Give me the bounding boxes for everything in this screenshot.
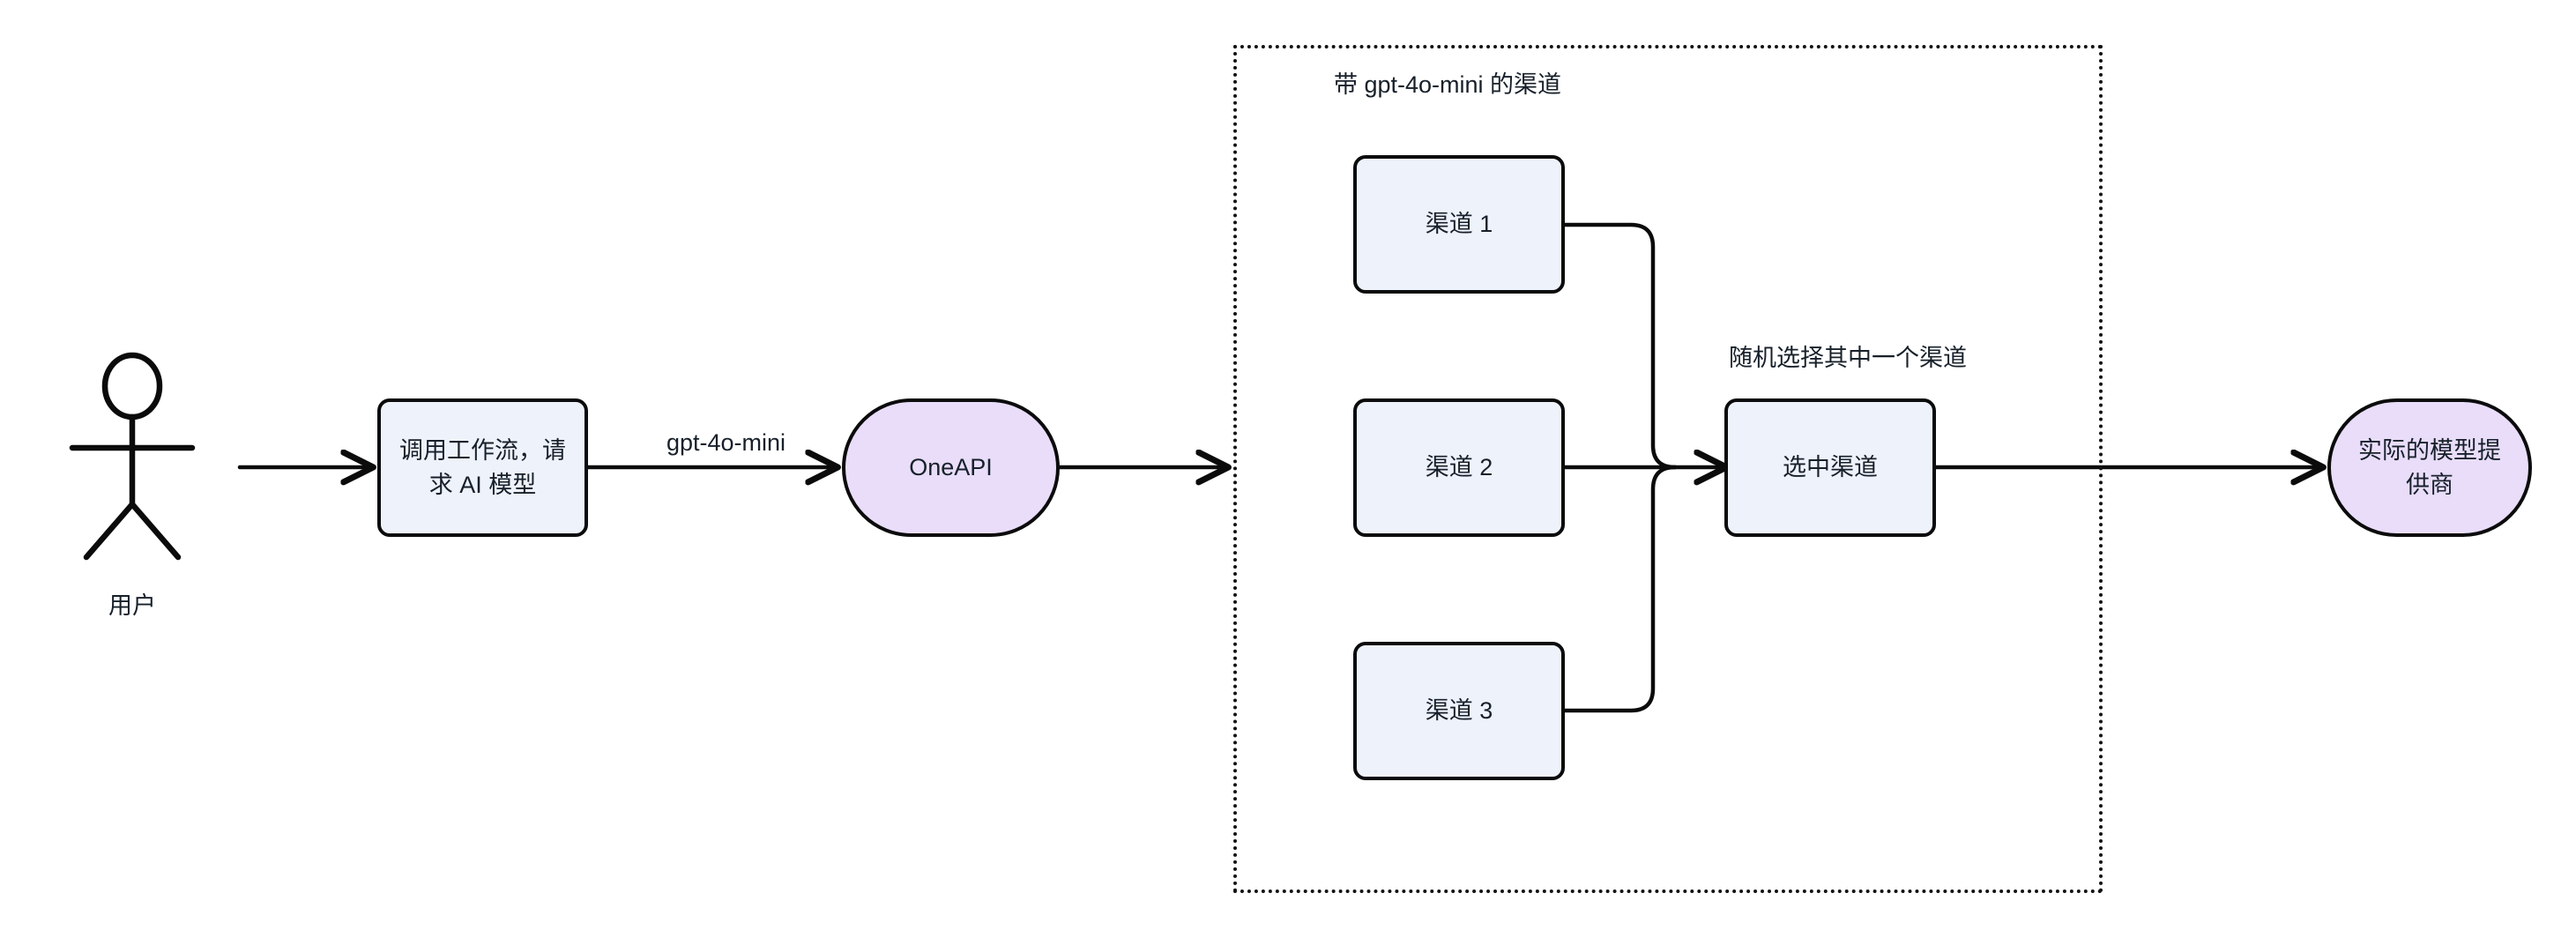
channel-group-title: 带 gpt-4o-mini 的渠道 <box>1334 71 1562 98</box>
node-channel-2[interactable]: 渠道 2 <box>1353 398 1565 537</box>
channel-group-container <box>1233 45 2103 893</box>
actor-label: 用户 <box>108 592 156 619</box>
node-selected-channel[interactable]: 选中渠道 <box>1724 398 1936 537</box>
edge-label-random-select: 随机选择其中一个渠道 <box>1724 339 1972 373</box>
node-oneapi[interactable]: OneAPI <box>842 398 1060 537</box>
node-channel-3[interactable]: 渠道 3 <box>1353 642 1565 780</box>
node-provider[interactable]: 实际的模型提 供商 <box>2327 398 2532 537</box>
node-channel-1[interactable]: 渠道 1 <box>1353 155 1565 294</box>
node-workflow[interactable]: 调用工作流，请 求 AI 模型 <box>377 398 588 537</box>
edge-label-model: gpt-4o-mini <box>661 429 792 457</box>
stick-figure-icon <box>69 352 196 561</box>
